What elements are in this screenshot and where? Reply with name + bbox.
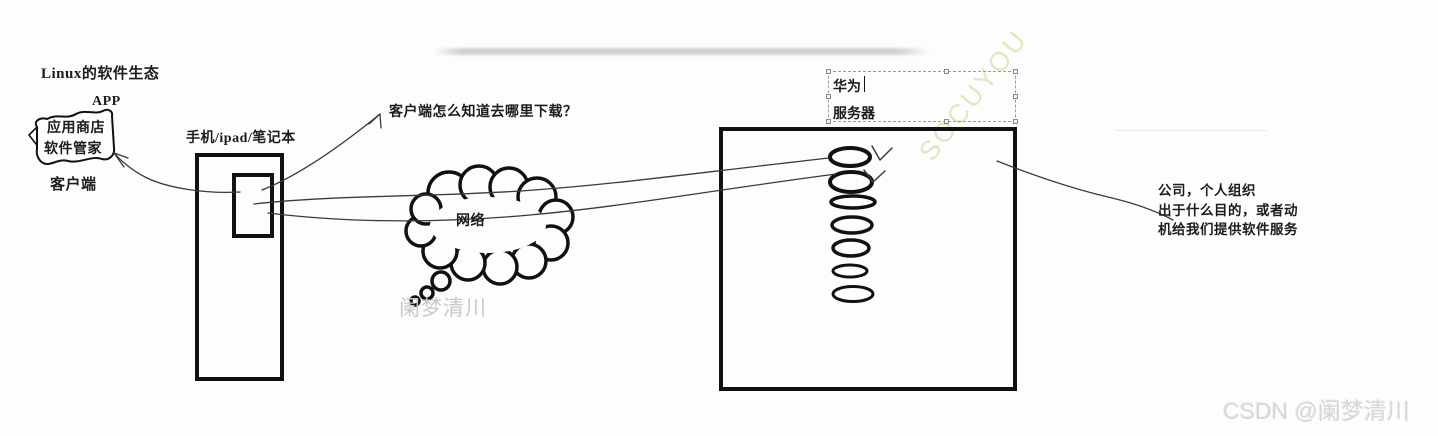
provider-note-line1: 公司，个人组织 [1158, 183, 1256, 198]
store-banner-shape [28, 108, 116, 165]
selection-handle[interactable] [826, 119, 831, 124]
csdn-watermark: CSDN @阑梦清川 [1223, 398, 1410, 424]
device-screen [232, 173, 274, 238]
server-textbox[interactable]: 华为 服务器 [828, 71, 1016, 122]
question-annotation: 客户端怎么知道去哪里下载？ [389, 105, 578, 120]
selection-handle[interactable] [1013, 94, 1018, 99]
arrowhead-stroke [368, 113, 381, 125]
toolbar-shadow-band [433, 48, 930, 55]
disk-ellipse [830, 215, 874, 235]
device-label: 手机/ipad/笔记本 [186, 131, 296, 146]
provider-note-line3: 机给我们提供软件服务 [1158, 222, 1298, 237]
server-label-text[interactable]: 服务器 [833, 107, 875, 122]
store-banner-line1: 应用商店 [47, 121, 105, 136]
arrowhead-stroke [379, 113, 382, 129]
arrow-to-store [113, 152, 241, 194]
disk-ellipse [831, 285, 875, 303]
app-label: APP [92, 94, 121, 109]
text-cursor [864, 76, 865, 92]
selection-handle[interactable] [944, 69, 949, 74]
store-banner-line2: 软件管家 [44, 142, 102, 157]
disk-ellipse [829, 194, 877, 210]
provider-note-line2: 出于什么目的，或者动 [1158, 202, 1298, 218]
cloud-tail-bubble [419, 285, 435, 301]
selection-handle[interactable] [1013, 69, 1018, 74]
network-label: 网络 [456, 214, 485, 229]
server-box [719, 127, 1017, 391]
disk-ellipse [828, 146, 872, 168]
cloud-tail-bubble [409, 295, 421, 307]
arrowhead-stroke [113, 152, 125, 168]
cloud-tail-bubble [430, 270, 452, 292]
checkmark [871, 145, 893, 161]
selection-handle[interactable] [826, 94, 831, 99]
server-disk-stack [828, 146, 877, 303]
connector-lines [113, 113, 1174, 222]
server-vendor-text[interactable]: 华为 [833, 80, 861, 95]
client-label: 客户端 [50, 177, 97, 193]
arrow-to-question [261, 113, 381, 191]
selection-handle[interactable] [826, 69, 831, 74]
disk-ellipse [831, 238, 871, 258]
checkmark [863, 169, 886, 183]
disk-ellipse [828, 170, 874, 194]
center-watermark: 阑梦清川 [399, 297, 487, 320]
faint-stray-line [1115, 130, 1267, 131]
device-outline [195, 153, 284, 381]
disk-ellipse [831, 263, 869, 279]
link-device-server-lower [267, 173, 837, 222]
network-cloud [404, 164, 575, 307]
provider-note: 公司，个人组织 出于什么目的，或者动 机给我们提供软件服务 [1158, 181, 1298, 240]
link-device-server-upper [253, 157, 830, 205]
link-server-provider [996, 160, 1174, 221]
arrowhead-stroke [113, 152, 129, 159]
diagram-title: Linux的软件生态 [41, 66, 160, 82]
selection-handle[interactable] [944, 119, 949, 124]
selection-handle[interactable] [1013, 119, 1018, 124]
